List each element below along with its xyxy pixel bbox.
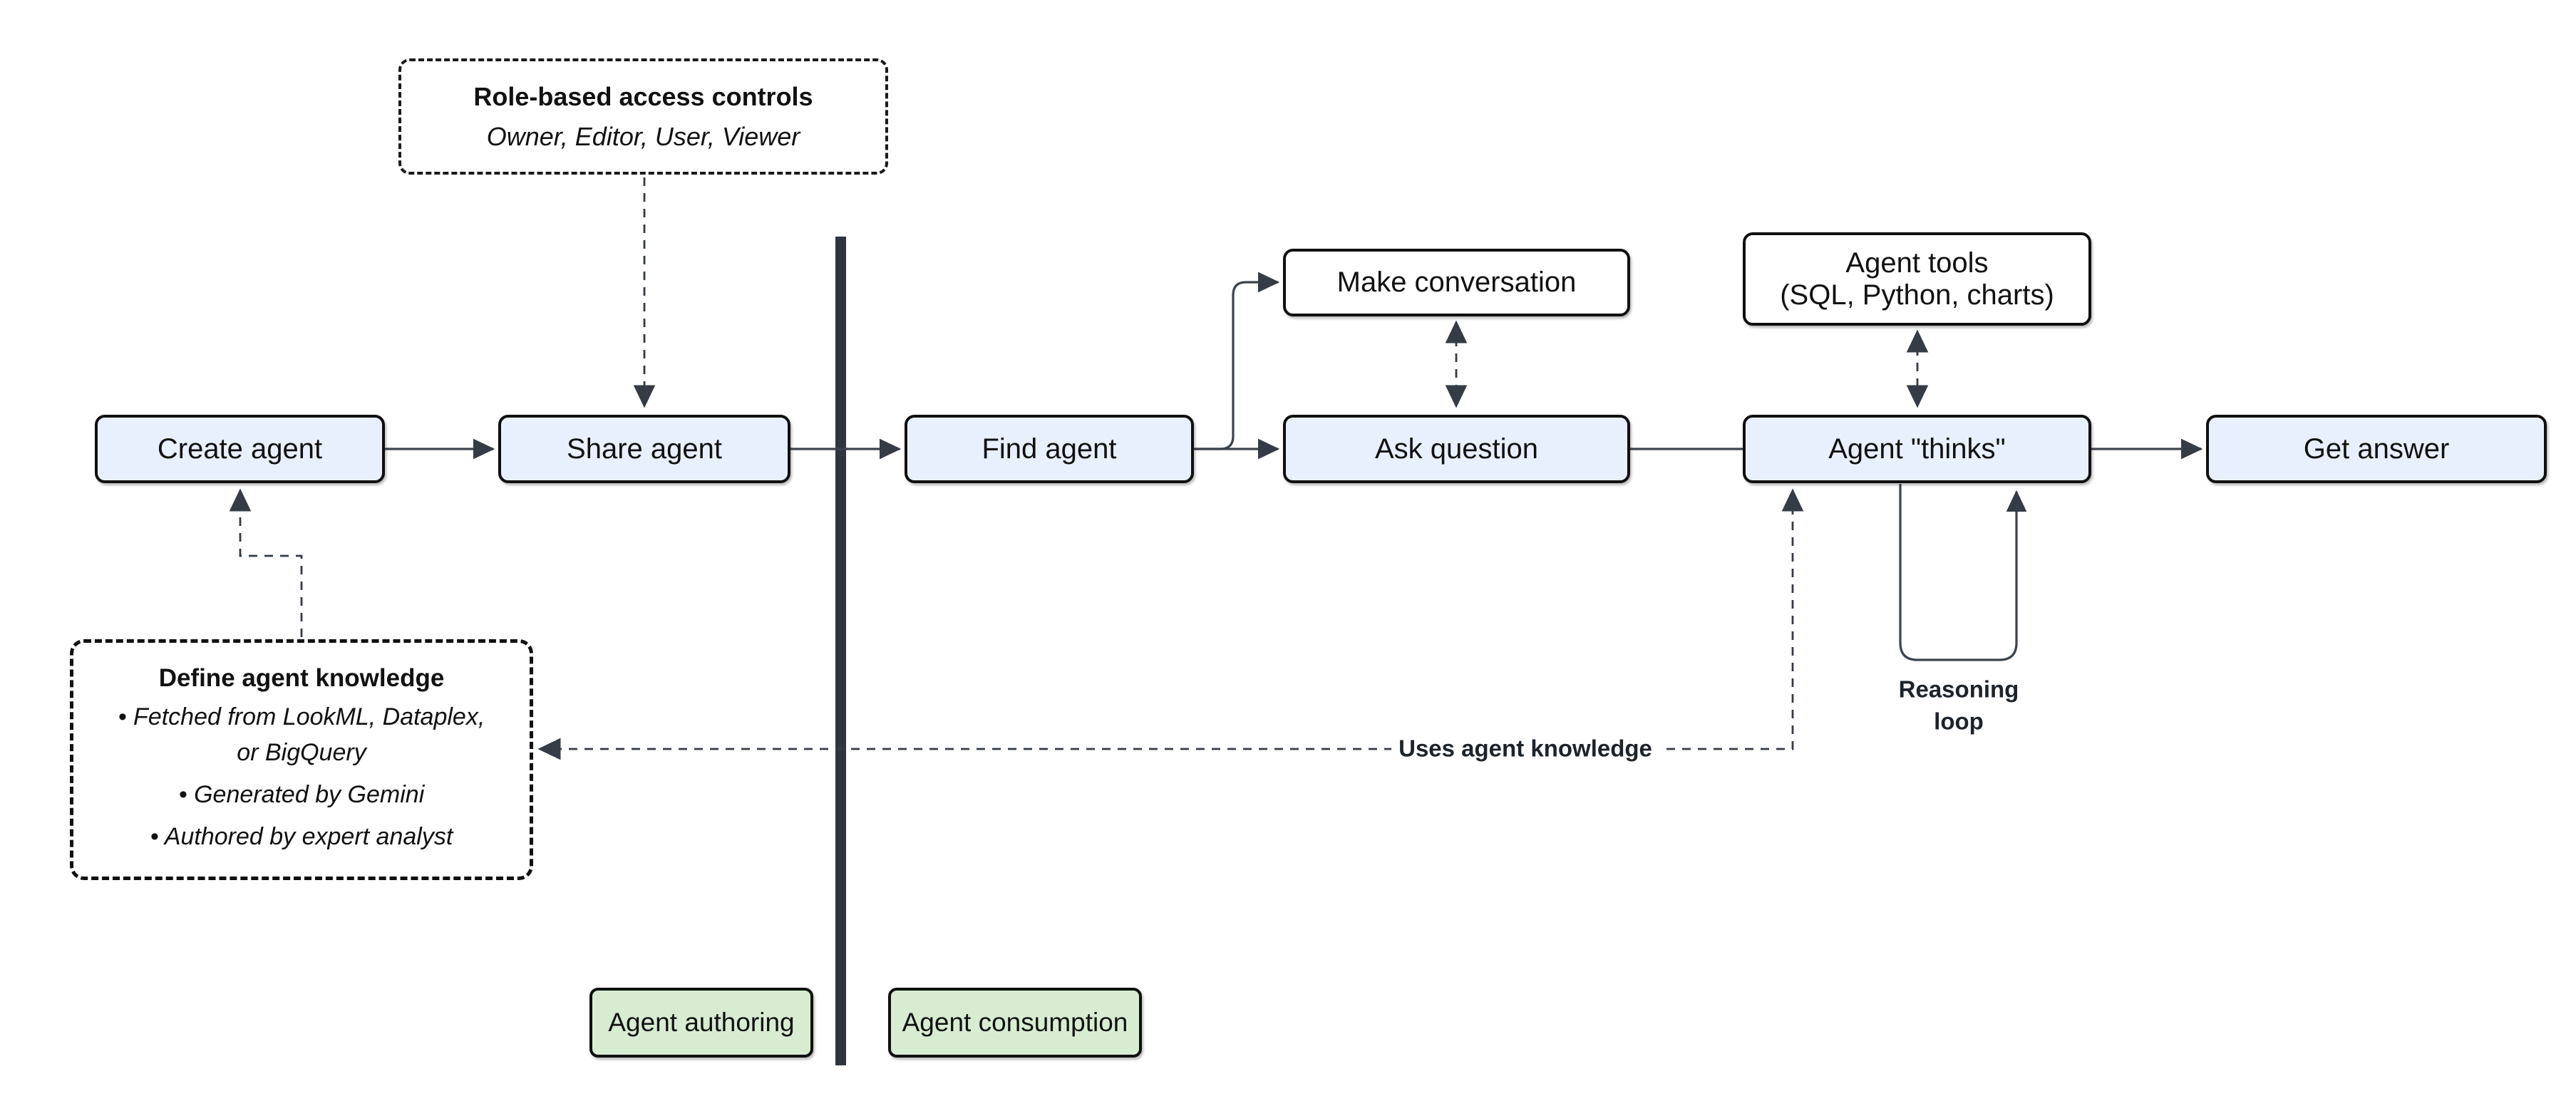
node-make-conversation: Make conversation bbox=[1283, 249, 1630, 316]
node-agent-thinks-label: Agent "thinks" bbox=[1828, 433, 2006, 465]
define-knowledge-title: Define agent knowledge bbox=[158, 664, 445, 693]
define-knowledge-bullet-gemini: • Generated by Gemini bbox=[178, 781, 425, 808]
node-agent-tools-sublabel: (SQL, Python, charts) bbox=[1780, 279, 2054, 311]
lane-tag-agent-consumption-label: Agent consumption bbox=[902, 1008, 1128, 1037]
node-make-conversation-label: Make conversation bbox=[1336, 267, 1577, 298]
lane-tag-agent-authoring: Agent authoring bbox=[589, 988, 813, 1058]
node-get-answer: Get answer bbox=[2206, 415, 2547, 483]
lane-tag-agent-consumption: Agent consumption bbox=[888, 988, 1142, 1058]
role-access-roles: Owner, Editor, User, Viewer bbox=[486, 121, 800, 151]
connector-reasoning-loop bbox=[1899, 484, 2027, 661]
node-create-agent-label: Create agent bbox=[157, 433, 323, 465]
node-ask-question: Ask question bbox=[1283, 415, 1630, 483]
node-agent-tools: Agent tools (SQL, Python, charts) bbox=[1743, 232, 2091, 326]
node-find-agent-label: Find agent bbox=[982, 433, 1117, 465]
node-share-agent-label: Share agent bbox=[567, 433, 722, 465]
define-knowledge-note: Define agent knowledge • Fetched from Lo… bbox=[70, 639, 533, 880]
lane-tag-agent-authoring-label: Agent authoring bbox=[608, 1008, 795, 1037]
reasoning-loop-label: Reasoning loop bbox=[1898, 676, 2019, 734]
define-knowledge-bullet-sources: • Fetched from LookML, Dataplex, or BigQ… bbox=[118, 703, 485, 766]
connector-uses-agent-knowledge bbox=[537, 488, 1804, 760]
node-get-answer-label: Get answer bbox=[2303, 433, 2450, 465]
connector-define-to-create bbox=[229, 488, 303, 637]
uses-agent-knowledge-label: Uses agent knowledge bbox=[1391, 733, 1659, 765]
role-access-title: Role-based access controls bbox=[473, 81, 813, 111]
node-agent-thinks: Agent "thinks" bbox=[1743, 415, 2091, 483]
node-find-agent: Find agent bbox=[905, 415, 1194, 483]
role-access-note: Role-based access controls Owner, Editor… bbox=[398, 58, 888, 175]
node-agent-tools-label: Agent tools bbox=[1845, 247, 1989, 279]
node-ask-question-label: Ask question bbox=[1374, 433, 1539, 465]
node-share-agent: Share agent bbox=[498, 415, 790, 483]
connector-find-to-make-conversation bbox=[1194, 272, 1280, 450]
node-create-agent: Create agent bbox=[95, 415, 385, 483]
define-knowledge-bullet-analyst: • Authored by expert analyst bbox=[150, 823, 453, 851]
